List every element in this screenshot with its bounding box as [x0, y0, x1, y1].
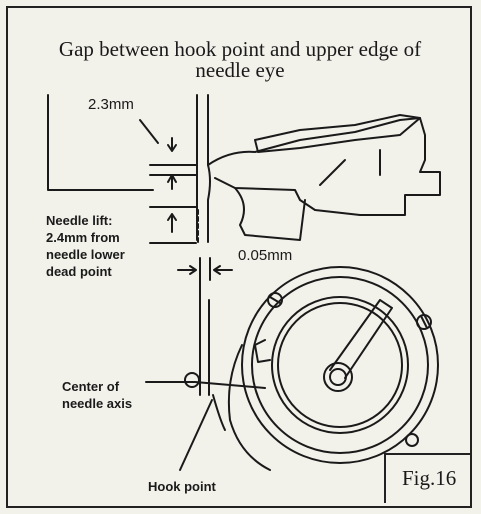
needle-eye-dashed [197, 209, 209, 243]
needle-lift-line1: Needle lift: [46, 213, 113, 228]
needle-lift-label: Needle lift: 2.4mm from needle lower dea… [46, 212, 125, 280]
hook-tab [254, 339, 271, 363]
dim-arrow-top [167, 137, 177, 152]
screw-right [416, 314, 432, 330]
screw-left [267, 292, 283, 308]
rotary-hook-outer [241, 266, 439, 464]
hook-detail-lines [319, 149, 381, 186]
dim-ext-lines [149, 164, 197, 176]
needle-axis-mark [184, 372, 200, 388]
hook-point-label: Hook point [148, 479, 216, 494]
rotary-hook-ring [251, 276, 429, 454]
center-axis-label: Center of needle axis [62, 378, 132, 412]
lift-ext-lines [149, 206, 197, 244]
needle-lift-line3: needle lower [46, 247, 125, 262]
hook-lower-part [234, 187, 306, 241]
bobbin-case-inner [277, 302, 403, 428]
hook-point-leader [179, 399, 213, 471]
diagram-title-line2: needle eye [195, 58, 285, 82]
hook-body-upper [207, 117, 441, 216]
needle-bar-bracket [47, 94, 154, 191]
hook-arm-inner [212, 394, 226, 431]
bobbin-center-inner [329, 368, 347, 386]
figure-label: Fig.16 [402, 466, 457, 490]
lower-needle [199, 257, 211, 396]
eye-gap-label: 2.3mm [88, 96, 134, 113]
center-axis-line1: Center of [62, 379, 120, 394]
gap-arrow-right [213, 265, 233, 275]
dim-leader-line [139, 119, 159, 144]
diagram-title-line1: Gap between hook point and upper edge of [58, 37, 422, 61]
dim-arrow-bottom [167, 174, 177, 190]
screw-bottom [405, 433, 419, 447]
gap-arrow-left [177, 265, 197, 275]
hook-arm-outer [227, 344, 271, 471]
diagram-frame [6, 6, 472, 508]
bobbin-center [323, 362, 353, 392]
needle-lift-line4: dead point [46, 264, 112, 279]
bobbin-latch [329, 299, 393, 379]
bobbin-case [271, 296, 409, 434]
lift-arrow [167, 213, 177, 233]
center-axis-line2: needle axis [62, 396, 133, 411]
hook-gap-label: 0.05mm [238, 247, 293, 264]
hook-gib [254, 114, 421, 153]
needle-axis-leader [145, 381, 266, 389]
needle-lift-line2: 2.4mm from [46, 230, 120, 245]
figure-label-box [384, 453, 470, 503]
